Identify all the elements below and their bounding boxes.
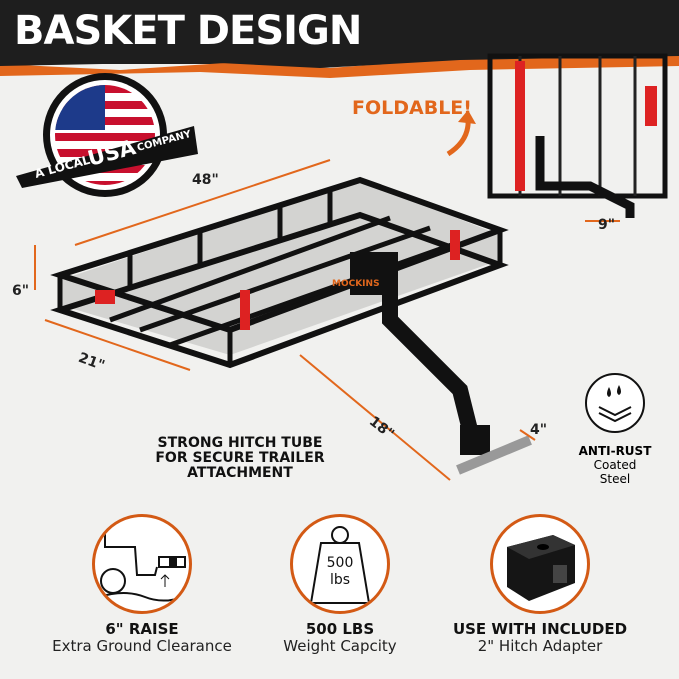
folded-basket-image [487,53,668,222]
hitch-note-line3: ATTACHMENT [187,465,293,481]
weight-unit: lbs [330,572,350,588]
curved-arrow-icon [446,110,476,157]
foldable-label: FOLDABLE! [352,97,472,119]
feature-adapter-title: USE WITH INCLUDED [452,620,628,638]
hitch-note-line1: STRONG HITCH TUBE [157,435,323,451]
anti-rust-text: ANTI-RUST Coated Steel [570,444,660,486]
weight-value: 500 [327,555,354,571]
anti-rust-line2: Steel [599,472,631,486]
feature-raise-title: 6" RAISE [105,620,179,638]
feature-weight-subtitle: Weight Capcity [283,637,397,655]
badge-ribbon: A LOCAL USA COMPANY [16,126,198,188]
hitch-note: STRONG HITCH TUBE FOR SECURE TRAILER ATT… [150,436,330,481]
hitch-note-line2: FOR SECURE TRAILER [155,450,325,466]
feature-raise-subtitle: Extra Ground Clearance [52,637,232,655]
anti-rust-icon [585,373,645,433]
dimension-height: 6" [12,283,30,299]
feature-adapter-subtitle: 2" Hitch Adapter [477,637,603,655]
anti-rust-line1: Coated [593,458,637,472]
dimension-fold-depth: 9" [598,217,616,233]
vehicle-raise-icon [92,514,192,614]
dimension-length: 48" [192,172,219,188]
page-title: BASKET DESIGN [14,8,362,54]
brand-logo-text: MOCKINS [332,279,380,289]
dimension-tube-size: 4" [530,422,548,438]
anti-rust-title: ANTI-RUST [578,444,652,458]
cargo-basket-image: MOCKINS [34,159,536,481]
feature-weight-title: 500 LBS [305,620,375,638]
hitch-adapter-icon [490,514,590,614]
